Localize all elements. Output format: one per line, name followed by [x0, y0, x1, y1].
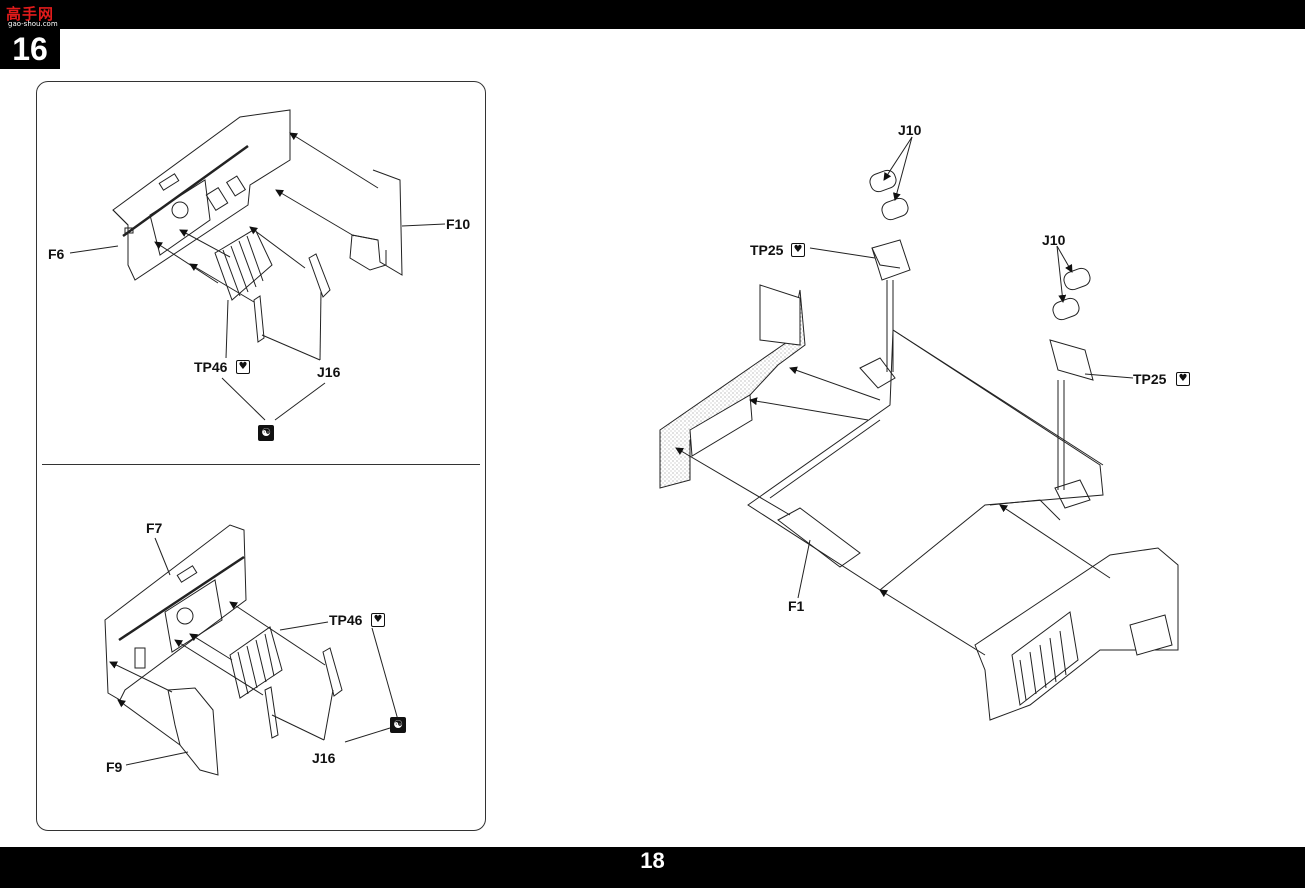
label-tp25-left: TP25: [750, 242, 784, 258]
label-tp46-bottom: TP46: [329, 612, 363, 628]
label-tp25-right: TP25: [1133, 371, 1167, 387]
step-number: 16: [12, 31, 48, 67]
logo-text: 高手网: [6, 5, 55, 23]
page-number: 18: [640, 848, 665, 873]
main-assembly-art: [659, 136, 1179, 721]
label-f1: F1: [788, 598, 805, 614]
sub-assembly-panel: [36, 81, 486, 831]
bottom-bar: [0, 847, 1305, 888]
site-logo: 高手网 gao-shou.com: [6, 3, 72, 29]
step-number-box: [0, 29, 60, 69]
label-tp46-top: TP46: [194, 359, 228, 375]
label-j10-right: J10: [1042, 232, 1066, 248]
top-panel-art: [69, 109, 446, 421]
label-f6: F6: [48, 246, 65, 262]
label-f7: F7: [146, 520, 163, 536]
bottom-panel-art: [104, 524, 399, 776]
logo-url: gao-shou.com: [8, 20, 58, 28]
glue-icon: ☯: [390, 717, 406, 733]
heart-badge-icon: ♥: [236, 360, 250, 374]
label-j16-bottom: J16: [312, 750, 336, 766]
glue-icon: ☯: [258, 425, 274, 441]
panel-divider: [42, 464, 480, 465]
heart-badge-icon: ♥: [791, 243, 805, 257]
label-j10-top: J10: [898, 122, 922, 138]
heart-badge-icon: ♥: [371, 613, 385, 627]
label-f10: F10: [446, 216, 471, 232]
label-f9: F9: [106, 759, 123, 775]
label-j16-top: J16: [317, 364, 341, 380]
heart-badge-icon: ♥: [1176, 372, 1190, 386]
top-bar: [0, 0, 1305, 29]
